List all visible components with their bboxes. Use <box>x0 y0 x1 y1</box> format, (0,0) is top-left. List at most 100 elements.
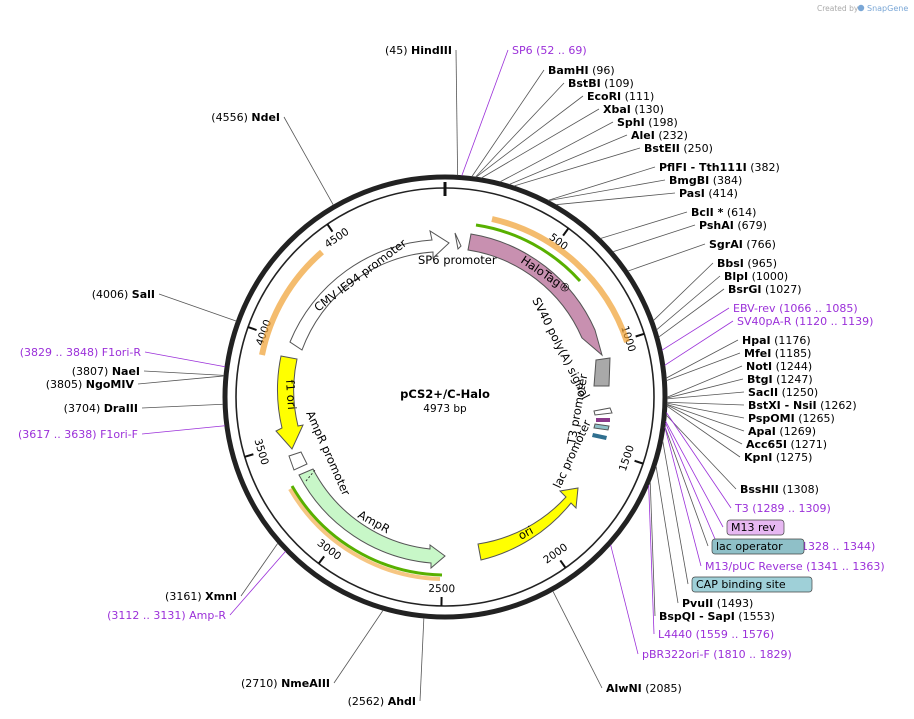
site-leader <box>666 339 739 379</box>
site-name: SP6 <box>512 44 533 57</box>
site-label[interactable]: SacII (1250) <box>748 386 818 399</box>
site-label[interactable]: lac operator <box>711 538 805 555</box>
site-text: AleI (232) <box>631 129 688 142</box>
site-label[interactable]: EcoRI (111) <box>587 90 654 103</box>
site-leaders <box>137 49 745 702</box>
site-leader <box>665 414 737 490</box>
site-leader <box>555 192 676 206</box>
site-leader <box>658 288 725 338</box>
site-label[interactable]: (3617 .. 3638) F1ori-F <box>18 428 138 441</box>
site-label[interactable]: SgrAI (766) <box>709 238 776 251</box>
site-label[interactable]: BstXI - NsiI (1262) <box>748 399 857 412</box>
site-loc: (198) <box>648 116 678 129</box>
site-name: NotI <box>746 360 772 373</box>
site-loc: (1185) <box>775 347 812 360</box>
site-name: BmgBI <box>669 174 709 187</box>
site-name: Acc65I <box>746 438 787 451</box>
site-label[interactable]: SV40pA-R (1120 .. 1139) <box>737 315 873 328</box>
site-label[interactable]: (3805) NgoMIV <box>46 378 135 391</box>
site-name: NgoMIV <box>86 378 135 391</box>
site-loc: (614) <box>727 206 757 219</box>
site-label[interactable]: M13/pUC Reverse (1341 .. 1363) <box>705 560 885 573</box>
site-label[interactable]: BspQI - SapI (1553) <box>659 610 775 623</box>
site-label[interactable]: XbaI (130) <box>603 103 664 116</box>
site-label[interactable]: M13 rev <box>726 519 785 536</box>
site-label[interactable]: BssHII (1308) <box>740 483 819 496</box>
site-label[interactable]: (3829 .. 3848) F1ori-R <box>20 346 142 359</box>
site-label[interactable]: AleI (232) <box>631 129 688 142</box>
site-label[interactable]: KpnI (1275) <box>744 451 812 464</box>
site-label[interactable]: PspOMI (1265) <box>748 412 835 425</box>
cap-site-box <box>592 433 607 440</box>
site-label[interactable]: (4006) SalI <box>92 288 155 301</box>
site-label[interactable]: (3112 .. 3131) Amp-R <box>107 609 226 622</box>
site-text: BsrGI (1027) <box>728 283 802 296</box>
site-name: EcoRI <box>587 90 621 103</box>
site-label[interactable]: (4556) NdeI <box>211 111 280 124</box>
site-label[interactable]: SP6 (52 .. 69) <box>512 44 587 57</box>
site-label[interactable]: (3807) NaeI <box>72 365 140 378</box>
site-loc: (111) <box>625 90 655 103</box>
site-name: BstXI - NsiI <box>748 399 817 412</box>
site-label[interactable]: CAP binding site <box>691 576 813 593</box>
site-label[interactable]: BstBI (109) <box>568 77 634 90</box>
site-name: ApaI <box>748 425 776 438</box>
site-label[interactable]: PasI (414) <box>679 187 738 200</box>
site-label[interactable]: BsrGI (1027) <box>728 283 802 296</box>
sp6-promoter-label: SP6 promoter <box>418 253 497 267</box>
site-label[interactable]: (3161) XmnI <box>165 590 237 603</box>
site-label[interactable]: BamHI (96) <box>548 64 615 77</box>
tick-mark <box>562 227 570 237</box>
site-text: (3807) NaeI <box>72 365 140 378</box>
site-leader <box>552 590 603 689</box>
site-text: (3805) NgoMIV <box>46 378 135 391</box>
site-label[interactable]: BtgI (1247) <box>747 373 813 386</box>
site-label[interactable]: (2562) AhdI <box>348 695 416 708</box>
site-loc: (1810 .. 1829) <box>713 648 792 661</box>
site-label[interactable]: T3 (1289 .. 1309) <box>734 502 831 515</box>
site-label[interactable]: ApaI (1269) <box>748 425 816 438</box>
site-label[interactable]: (3704) DraIII <box>64 402 138 415</box>
site-name: PvuII <box>682 597 713 610</box>
feature-box <box>711 538 805 555</box>
site-label[interactable]: BmgBI (384) <box>669 174 742 187</box>
site-label[interactable]: SphI (198) <box>617 116 678 129</box>
site-label[interactable]: pBR322ori-F (1810 .. 1829) <box>642 648 792 661</box>
site-label[interactable]: Acc65I (1271) <box>746 438 827 451</box>
site-label[interactable]: L4440 (1559 .. 1576) <box>658 628 774 641</box>
site-text: (3829 .. 3848) F1ori-R <box>20 346 142 359</box>
site-label[interactable]: AlwNI (2085) <box>606 682 682 695</box>
orange-band-left <box>259 249 324 356</box>
site-text: PshAI (679) <box>699 219 767 232</box>
site-leader <box>666 412 732 509</box>
plasmid-length: 4973 bp <box>423 403 467 415</box>
site-label[interactable]: PvuII (1493) <box>682 597 753 610</box>
tick-label: 2500 <box>428 583 455 595</box>
site-loc: (250) <box>683 142 713 155</box>
site-label[interactable]: PflFI - Tth111I (382) <box>659 161 780 174</box>
site-name: MfeI <box>744 347 771 360</box>
site-name: BssHII <box>740 483 779 496</box>
site-name: XbaI <box>603 103 631 116</box>
site-label[interactable]: PshAI (679) <box>699 219 767 232</box>
site-label[interactable]: BbsI (965) <box>717 257 777 270</box>
site-loc: (384) <box>713 174 743 187</box>
site-label[interactable]: EBV-rev (1066 .. 1085) <box>733 302 858 315</box>
site-label[interactable]: NotI (1244) <box>746 360 812 373</box>
site-label[interactable]: BclI * (614) <box>691 206 756 219</box>
site-text: (3112 .. 3131) Amp-R <box>107 609 226 622</box>
site-name: lac operator <box>716 540 783 553</box>
site-leader <box>666 365 743 398</box>
site-label[interactable]: BlpI (1000) <box>724 270 788 283</box>
site-text: BamHI (96) <box>548 64 615 77</box>
site-leader <box>661 307 730 351</box>
green-band-top <box>475 223 582 283</box>
site-label[interactable]: (45) HindIII <box>385 44 452 57</box>
site-leader <box>666 403 745 432</box>
site-label[interactable]: HpaI (1176) <box>742 334 811 347</box>
site-label[interactable]: (2710) NmeAIII <box>241 677 330 690</box>
site-loc: (382) <box>750 161 780 174</box>
site-label[interactable]: MfeI (1185) <box>744 347 811 360</box>
site-label[interactable]: BstEII (250) <box>644 142 713 155</box>
site-text: BspQI - SapI (1553) <box>659 610 775 623</box>
